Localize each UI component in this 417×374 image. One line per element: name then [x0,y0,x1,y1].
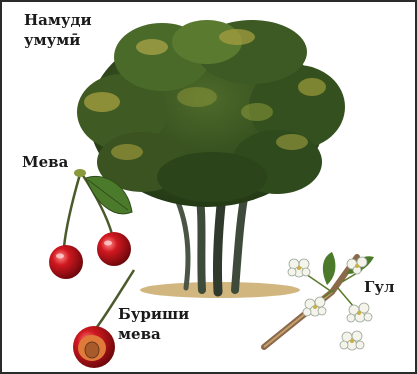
flower-stem [337,287,354,307]
label-whole-plant-line1: Намуди [24,10,92,30]
label-cut-fruit-line2: мева [118,324,189,344]
label-cut-fruit: Буриши мева [118,304,189,344]
cherry-pit [85,342,99,358]
flower-branch [264,252,374,350]
fruit-stem-base [74,169,86,177]
label-flower: Гул [364,277,395,297]
label-whole-plant: Намуди умумӣ [24,10,92,50]
tree-canopy [77,20,345,207]
label-fruit: Мева [22,152,68,172]
cherry-stem [64,174,80,247]
flower-leaf [323,252,336,285]
label-cut-fruit-line1: Буриши [118,304,189,324]
cherry [97,232,131,266]
tree-trunk [178,202,188,288]
label-whole-plant-line2: умумӣ [24,30,92,50]
cherry [49,245,83,279]
